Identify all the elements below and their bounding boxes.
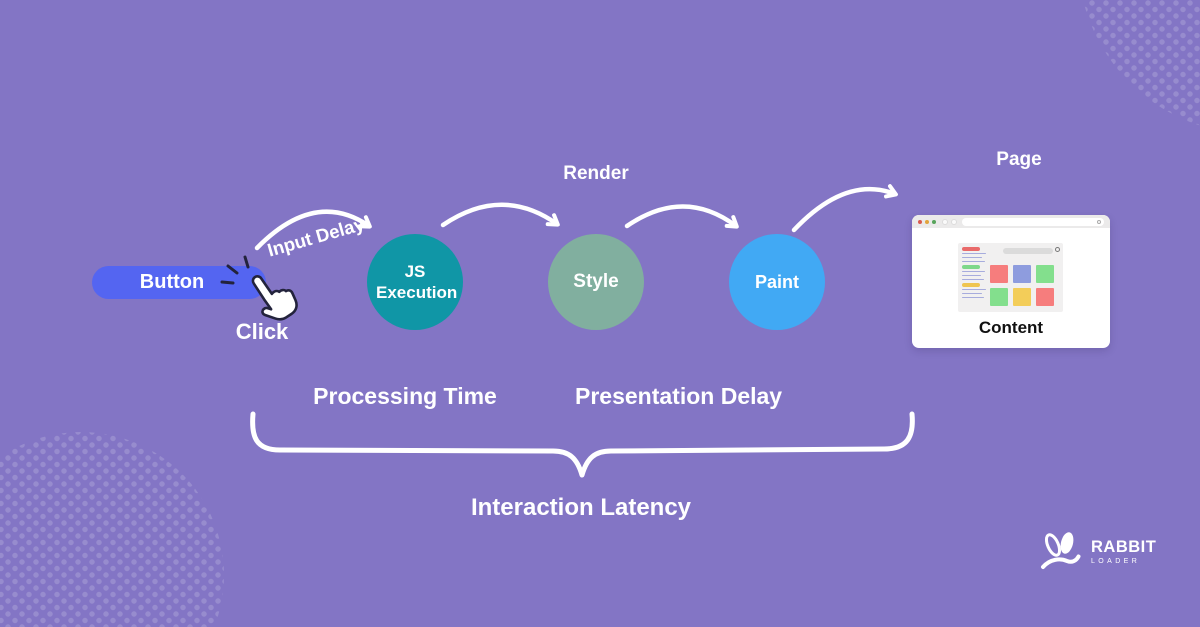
button-label: Button	[139, 271, 205, 293]
thumbnail-tile	[1013, 265, 1031, 283]
node-style-label: Style	[573, 271, 619, 292]
node-paint-label: Paint	[754, 271, 799, 292]
thumbnail-tile-grid	[990, 265, 1054, 306]
arrow-paint-to-page	[791, 184, 898, 233]
arrow-style-to-paint	[624, 204, 739, 229]
rabbitloader-logo: RABBIT LOADER	[1040, 531, 1156, 573]
thumbnail-tile	[1036, 265, 1054, 283]
logo-brand: RABBIT	[1091, 537, 1157, 556]
label-presentation-delay: Presentation Delay	[575, 383, 783, 409]
click-burst-icon	[220, 255, 250, 285]
thumbnail-tile	[1013, 288, 1031, 306]
browser-back-button	[942, 218, 948, 225]
node-paint: Paint	[729, 234, 825, 330]
thumbnail-heading-bar	[962, 265, 980, 269]
label-interaction-latency: Interaction Latency	[470, 494, 692, 521]
browser-window: Content	[912, 215, 1110, 348]
brace-interaction-latency	[250, 411, 915, 478]
arrow-js-to-style	[440, 202, 560, 228]
thumbnail-heading-bar	[962, 247, 980, 251]
content-label: Content	[978, 318, 1044, 337]
label-processing-time: Processing Time	[313, 383, 497, 409]
render-label: Render	[563, 163, 629, 184]
thumbnail-text-block	[962, 283, 986, 299]
page-content-thumbnail	[958, 243, 1063, 312]
thumbnail-tile	[990, 288, 1008, 306]
browser-dot-orange	[925, 219, 929, 224]
thumbnail-heading-bar	[962, 283, 980, 287]
button-graphic: Button	[92, 266, 266, 299]
browser-header	[912, 215, 1110, 228]
node-js-execution: JS Execution	[367, 234, 463, 330]
dot-pattern-top-right	[1078, 0, 1200, 134]
rabbit-ears-icon	[1041, 532, 1081, 569]
thumbnail-tile	[1036, 288, 1054, 306]
browser-dot-red	[918, 219, 922, 224]
hand-pointer-icon	[220, 255, 298, 321]
browser-forward-button	[951, 218, 957, 225]
search-icon	[1055, 247, 1060, 252]
browser-dot-green	[932, 219, 936, 224]
input-delay-label: Input Delay	[264, 212, 367, 261]
page-label: Page	[996, 149, 1042, 170]
node-style: Style	[548, 234, 644, 330]
logo-subbrand: LOADER	[1091, 558, 1141, 566]
magnifier-icon	[1097, 219, 1101, 224]
thumbnail-tile	[990, 265, 1008, 283]
logo-text: RABBIT LOADER	[1091, 539, 1156, 566]
thumbnail-text-block	[962, 247, 986, 263]
thumbnail-search-bar	[1003, 248, 1053, 254]
browser-url-bar	[962, 217, 1104, 226]
node-js-execution-label: JS Execution	[376, 261, 458, 302]
thumbnail-text-block	[962, 265, 985, 281]
dot-pattern-bottom-left	[0, 432, 224, 627]
click-label: Click	[235, 319, 289, 344]
